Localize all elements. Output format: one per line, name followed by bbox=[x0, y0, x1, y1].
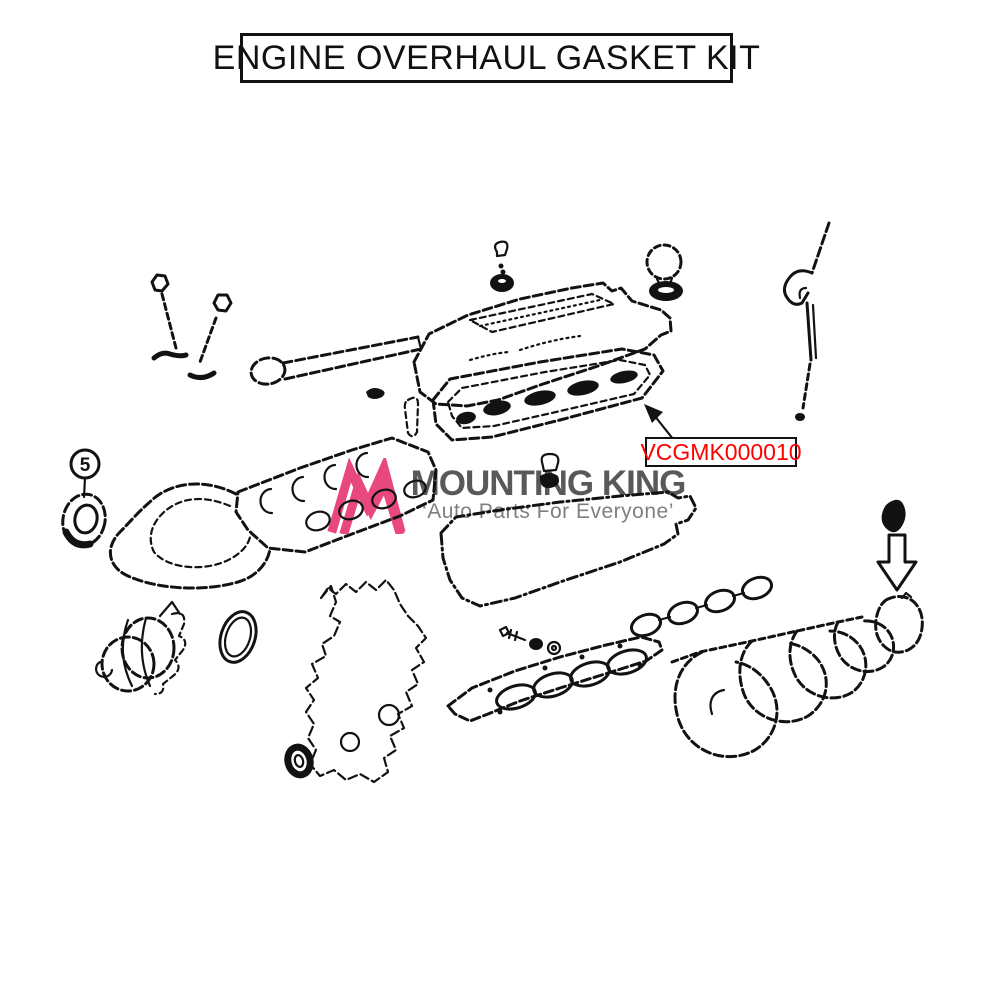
part-label-arrow bbox=[644, 404, 675, 441]
item-5-number: 5 bbox=[80, 455, 91, 476]
water-pump bbox=[95, 600, 187, 696]
stud-bolt-2 bbox=[187, 293, 233, 381]
oil-dipstick bbox=[783, 221, 831, 421]
small-clip bbox=[366, 388, 385, 399]
head-cover-gasket bbox=[439, 490, 698, 608]
title-box: ENGINE OVERHAUL GASKET KIT bbox=[213, 33, 760, 83]
page-title: ENGINE OVERHAUL GASKET KIT bbox=[212, 38, 761, 77]
rubber-grommet bbox=[490, 240, 514, 292]
intake-port-gasket-chain bbox=[629, 575, 774, 638]
intake-manifold bbox=[670, 615, 896, 759]
crankshaft-seal bbox=[284, 743, 314, 779]
watermark-tagline: ‘Auto Parts For Everyone’ bbox=[422, 500, 674, 523]
small-bracket bbox=[403, 396, 420, 438]
mk-zigzag-monogram-icon bbox=[327, 458, 406, 534]
stud-bolt-1 bbox=[150, 273, 189, 361]
small-bolt-set bbox=[498, 625, 562, 656]
down-arrow-icon bbox=[876, 533, 918, 592]
oil-filler-cap bbox=[645, 243, 683, 301]
valve-cover bbox=[412, 281, 673, 408]
part-code-label: VCGMK000010 bbox=[640, 437, 802, 467]
item-5-callout: 5 bbox=[69, 448, 101, 499]
center-grommet bbox=[539, 452, 560, 489]
throttle-body-gasket bbox=[874, 591, 924, 654]
small-plug-part bbox=[881, 499, 906, 533]
timing-cover-gasket bbox=[304, 578, 428, 784]
o-ring bbox=[218, 610, 258, 664]
spark-plug-tube bbox=[249, 335, 423, 386]
valve-cover-gasket bbox=[431, 347, 665, 442]
part-code-text: VCGMK000010 bbox=[640, 438, 802, 465]
camshaft-oil-seal bbox=[61, 492, 107, 549]
exhaust-manifold-and-gasket bbox=[109, 436, 438, 590]
cylinder-head-gasket bbox=[446, 635, 664, 723]
